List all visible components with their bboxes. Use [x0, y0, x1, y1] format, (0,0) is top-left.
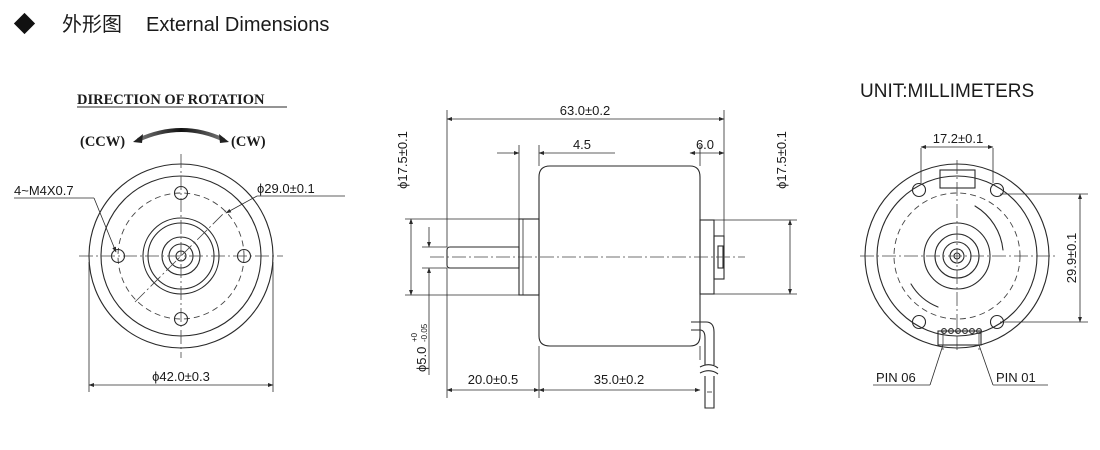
rear-hole-bl [911, 314, 927, 330]
motor-body [538, 165, 701, 347]
shaft-tol-upper: +0 [410, 332, 419, 342]
pin06-label: PIN 06 [876, 370, 916, 385]
rear-view: 17.2±0.1 29.9±0.1 PIN 06 PIN 01 [860, 131, 1088, 386]
cable-end [704, 376, 715, 409]
rotation-arrowhead-left [133, 134, 143, 143]
pin06-leader [929, 344, 944, 386]
dim-45-label: 4.5 [573, 137, 591, 152]
diamond-bullet-icon [13, 12, 36, 35]
shaft-dia-label: ϕ5.0 +0 -0.05 [410, 323, 429, 372]
rear-hole-tr [989, 182, 1005, 198]
rear-mounting-holes [911, 182, 1005, 330]
cw-label: (CW) [231, 134, 266, 150]
connector [937, 330, 982, 346]
rotation-arrow [137, 128, 225, 142]
dim-299-label: 29.9±0.1 [1064, 233, 1079, 284]
connector-pin [969, 328, 975, 334]
rear-hole-tl [911, 182, 927, 198]
shaft [446, 246, 520, 269]
rear-cap [713, 235, 725, 280]
connector-pin [941, 328, 947, 334]
rear-slot-right [974, 205, 1004, 251]
hole-leader [93, 197, 117, 253]
body-len-label: 35.0±0.2 [594, 372, 645, 387]
dia-right-label: ϕ17.5±0.1 [774, 131, 789, 189]
connector-pin [962, 328, 968, 334]
front-view: DIRECTION OF ROTATION (CCW) (CW) 4~M4X0.… [14, 92, 345, 392]
unit-label: UNIT:MILLIMETERS [860, 81, 1034, 102]
cable-outer [691, 321, 715, 365]
dim-60-label: 6.0 [696, 137, 714, 152]
cable-break-1 [699, 364, 719, 369]
shaft-tol-lower: -0.05 [420, 323, 429, 342]
rear-top-tab [939, 169, 976, 189]
cable-inner [691, 329, 706, 365]
rear-slot-left [910, 283, 939, 308]
od-label: ϕ42.0±0.3 [152, 369, 210, 384]
rotation-arrowhead-right [219, 134, 229, 143]
pcd-label: ϕ29.0±0.1 [257, 181, 315, 196]
title-en: External Dimensions [146, 14, 329, 36]
pin01-label: PIN 01 [996, 370, 1036, 385]
shaft-len-label: 20.0±0.5 [468, 372, 519, 387]
header: 外形图 External Dimensions UNIT:MILLIMETERS [13, 12, 1034, 102]
shaft-dia-value: ϕ5.0 [414, 347, 429, 372]
cable-break-2 [699, 370, 719, 375]
connector-pin [948, 328, 954, 334]
direction-title: DIRECTION OF ROTATION [77, 92, 265, 108]
dim-172-label: 17.2±0.1 [933, 131, 984, 146]
connector-pin [955, 328, 961, 334]
pin01-leader [978, 344, 994, 386]
hole-label: 4~M4X0.7 [14, 183, 74, 198]
pcd-leader [225, 195, 258, 214]
dia-left-label: ϕ17.5±0.1 [395, 131, 410, 189]
ccw-label: (CCW) [80, 134, 125, 150]
side-view: 63.0±0.2 4.5 6.0 ϕ17.5±0.1 ϕ5.0 +0 -0.05… [395, 103, 797, 409]
len-total-label: 63.0±0.2 [560, 103, 611, 118]
title-cn: 外形图 [62, 13, 122, 36]
